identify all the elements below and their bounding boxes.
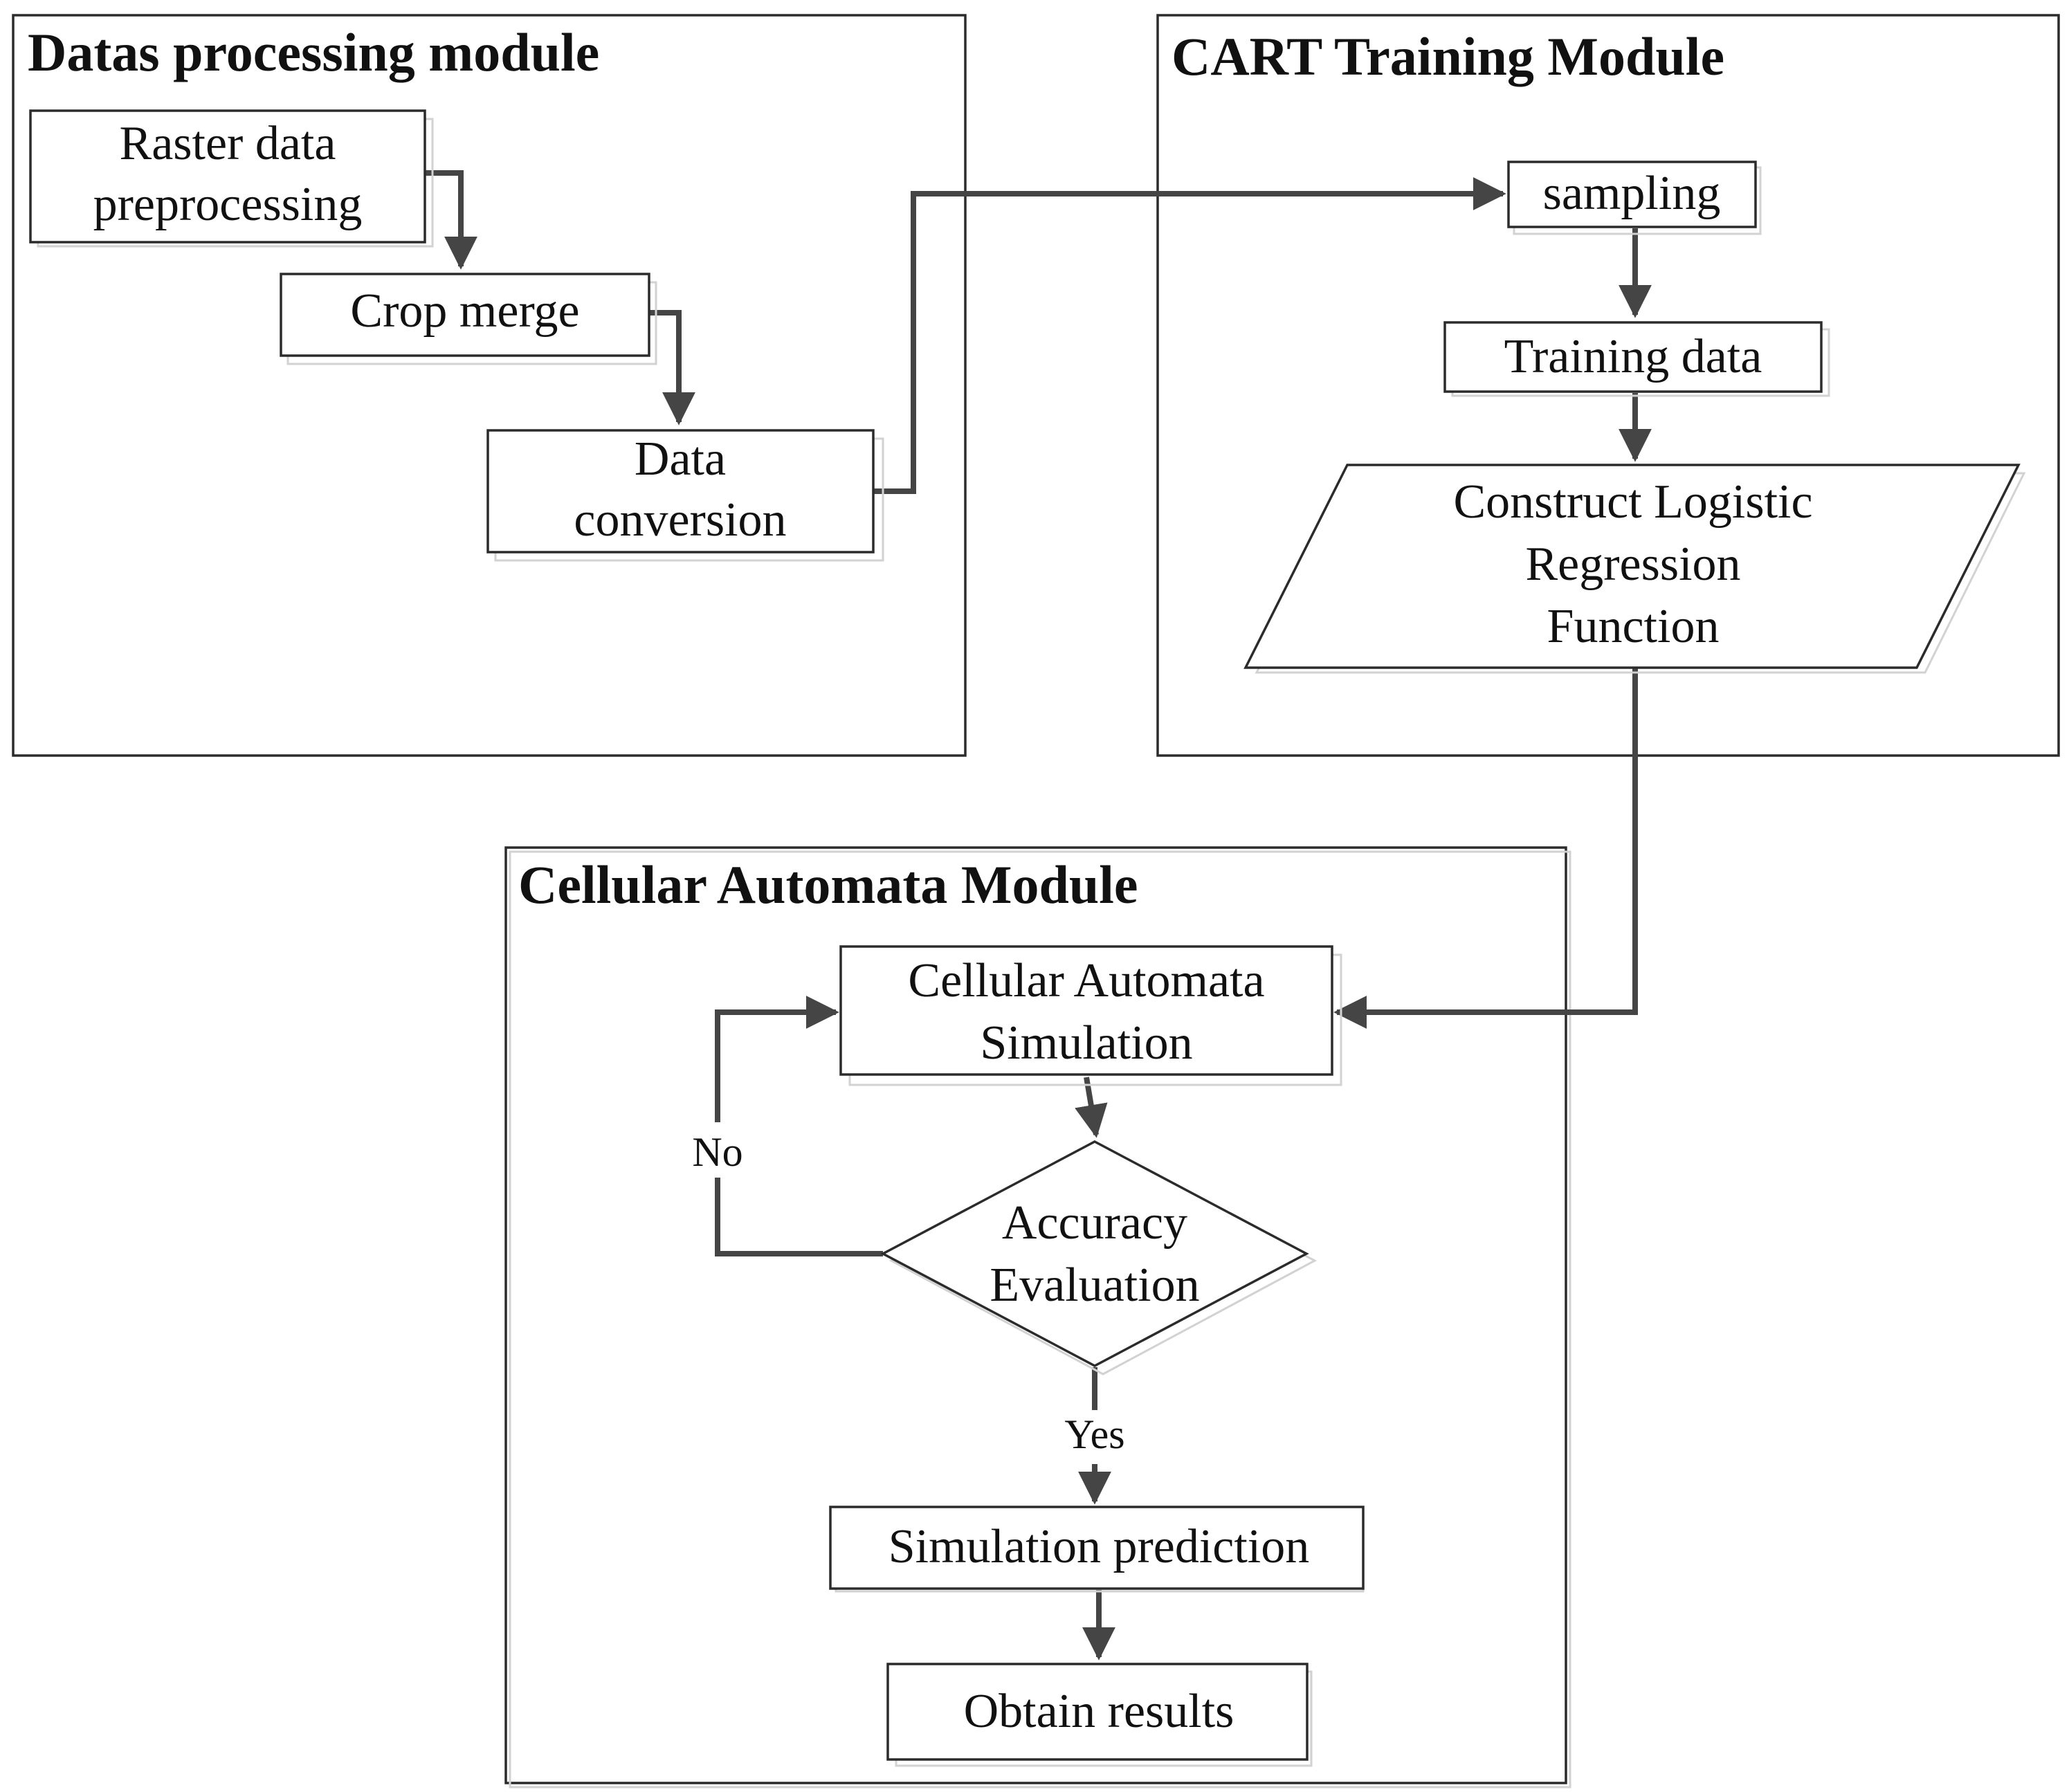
training-data-label: Training data — [1504, 330, 1762, 383]
raster-preprocessing-node: Raster data preprocessing — [29, 109, 434, 248]
raster-label-line-1: Raster data — [120, 117, 336, 170]
accuracy-label-line-2: Evaluation — [990, 1259, 1199, 1312]
cart-training-module: CART Training Module — [1156, 14, 2060, 757]
training-label-line-1: Training data — [1504, 330, 1762, 383]
arrow-construct-to-simulation — [1333, 668, 1638, 1029]
simulation-label-line-2: Simulation — [980, 1016, 1192, 1070]
raster-label-line-2: preprocessing — [93, 178, 363, 231]
obtain-results-node: Obtain results — [886, 1663, 1313, 1767]
crop-merge-node: Crop merge — [280, 273, 657, 365]
sampling-label: sampling — [1543, 167, 1721, 220]
sampling-node: sampling — [1507, 161, 1762, 235]
data-processing-module-title: Datas processing module — [28, 22, 599, 82]
crop-label-line-1: Crop merge — [350, 284, 579, 338]
simulation-prediction-node: Simulation prediction — [829, 1506, 1365, 1593]
results-label-line-1: Obtain results — [964, 1685, 1234, 1738]
crop-merge-label: Crop merge — [350, 284, 579, 338]
arrow-raster-to-crop — [422, 170, 477, 270]
data-processing-module: Datas processing module — [12, 14, 967, 757]
yes-label: Yes — [1064, 1411, 1124, 1457]
conversion-label-line-1: Data — [635, 432, 726, 486]
construct-label-line-2: Regression — [1525, 538, 1740, 591]
no-label: No — [692, 1129, 742, 1175]
data-conversion-label: Data conversion — [574, 432, 786, 547]
simulation-prediction-label: Simulation prediction — [888, 1520, 1310, 1573]
arrow-simulation-to-accuracy — [1075, 1077, 1108, 1138]
conversion-label-line-2: conversion — [574, 493, 786, 547]
construct-label-line-1: Construct Logistic — [1453, 475, 1812, 529]
cart-training-module-title: CART Training Module — [1172, 26, 1724, 86]
data-conversion-node: Data conversion — [486, 429, 884, 562]
cellular-automata-module-title: Cellular Automata Module — [518, 854, 1138, 915]
arrow-crop-to-conversion — [649, 310, 695, 426]
cellular-automata-module: Cellular Automata Module — [504, 846, 1571, 1789]
prediction-label-line-1: Simulation prediction — [888, 1520, 1310, 1573]
construct-label-line-3: Function — [1547, 600, 1720, 653]
obtain-results-label: Obtain results — [964, 1685, 1234, 1738]
training-data-node: Training data — [1443, 321, 1830, 397]
arrow-conversion-to-sampling — [873, 177, 1506, 494]
simulation-label-line-1: Cellular Automata — [908, 954, 1264, 1007]
accuracy-label-line-1: Accuracy — [1002, 1196, 1187, 1250]
sampling-label-line-1: sampling — [1543, 167, 1721, 220]
raster-preprocessing-label: Raster data preprocessing — [93, 117, 363, 231]
